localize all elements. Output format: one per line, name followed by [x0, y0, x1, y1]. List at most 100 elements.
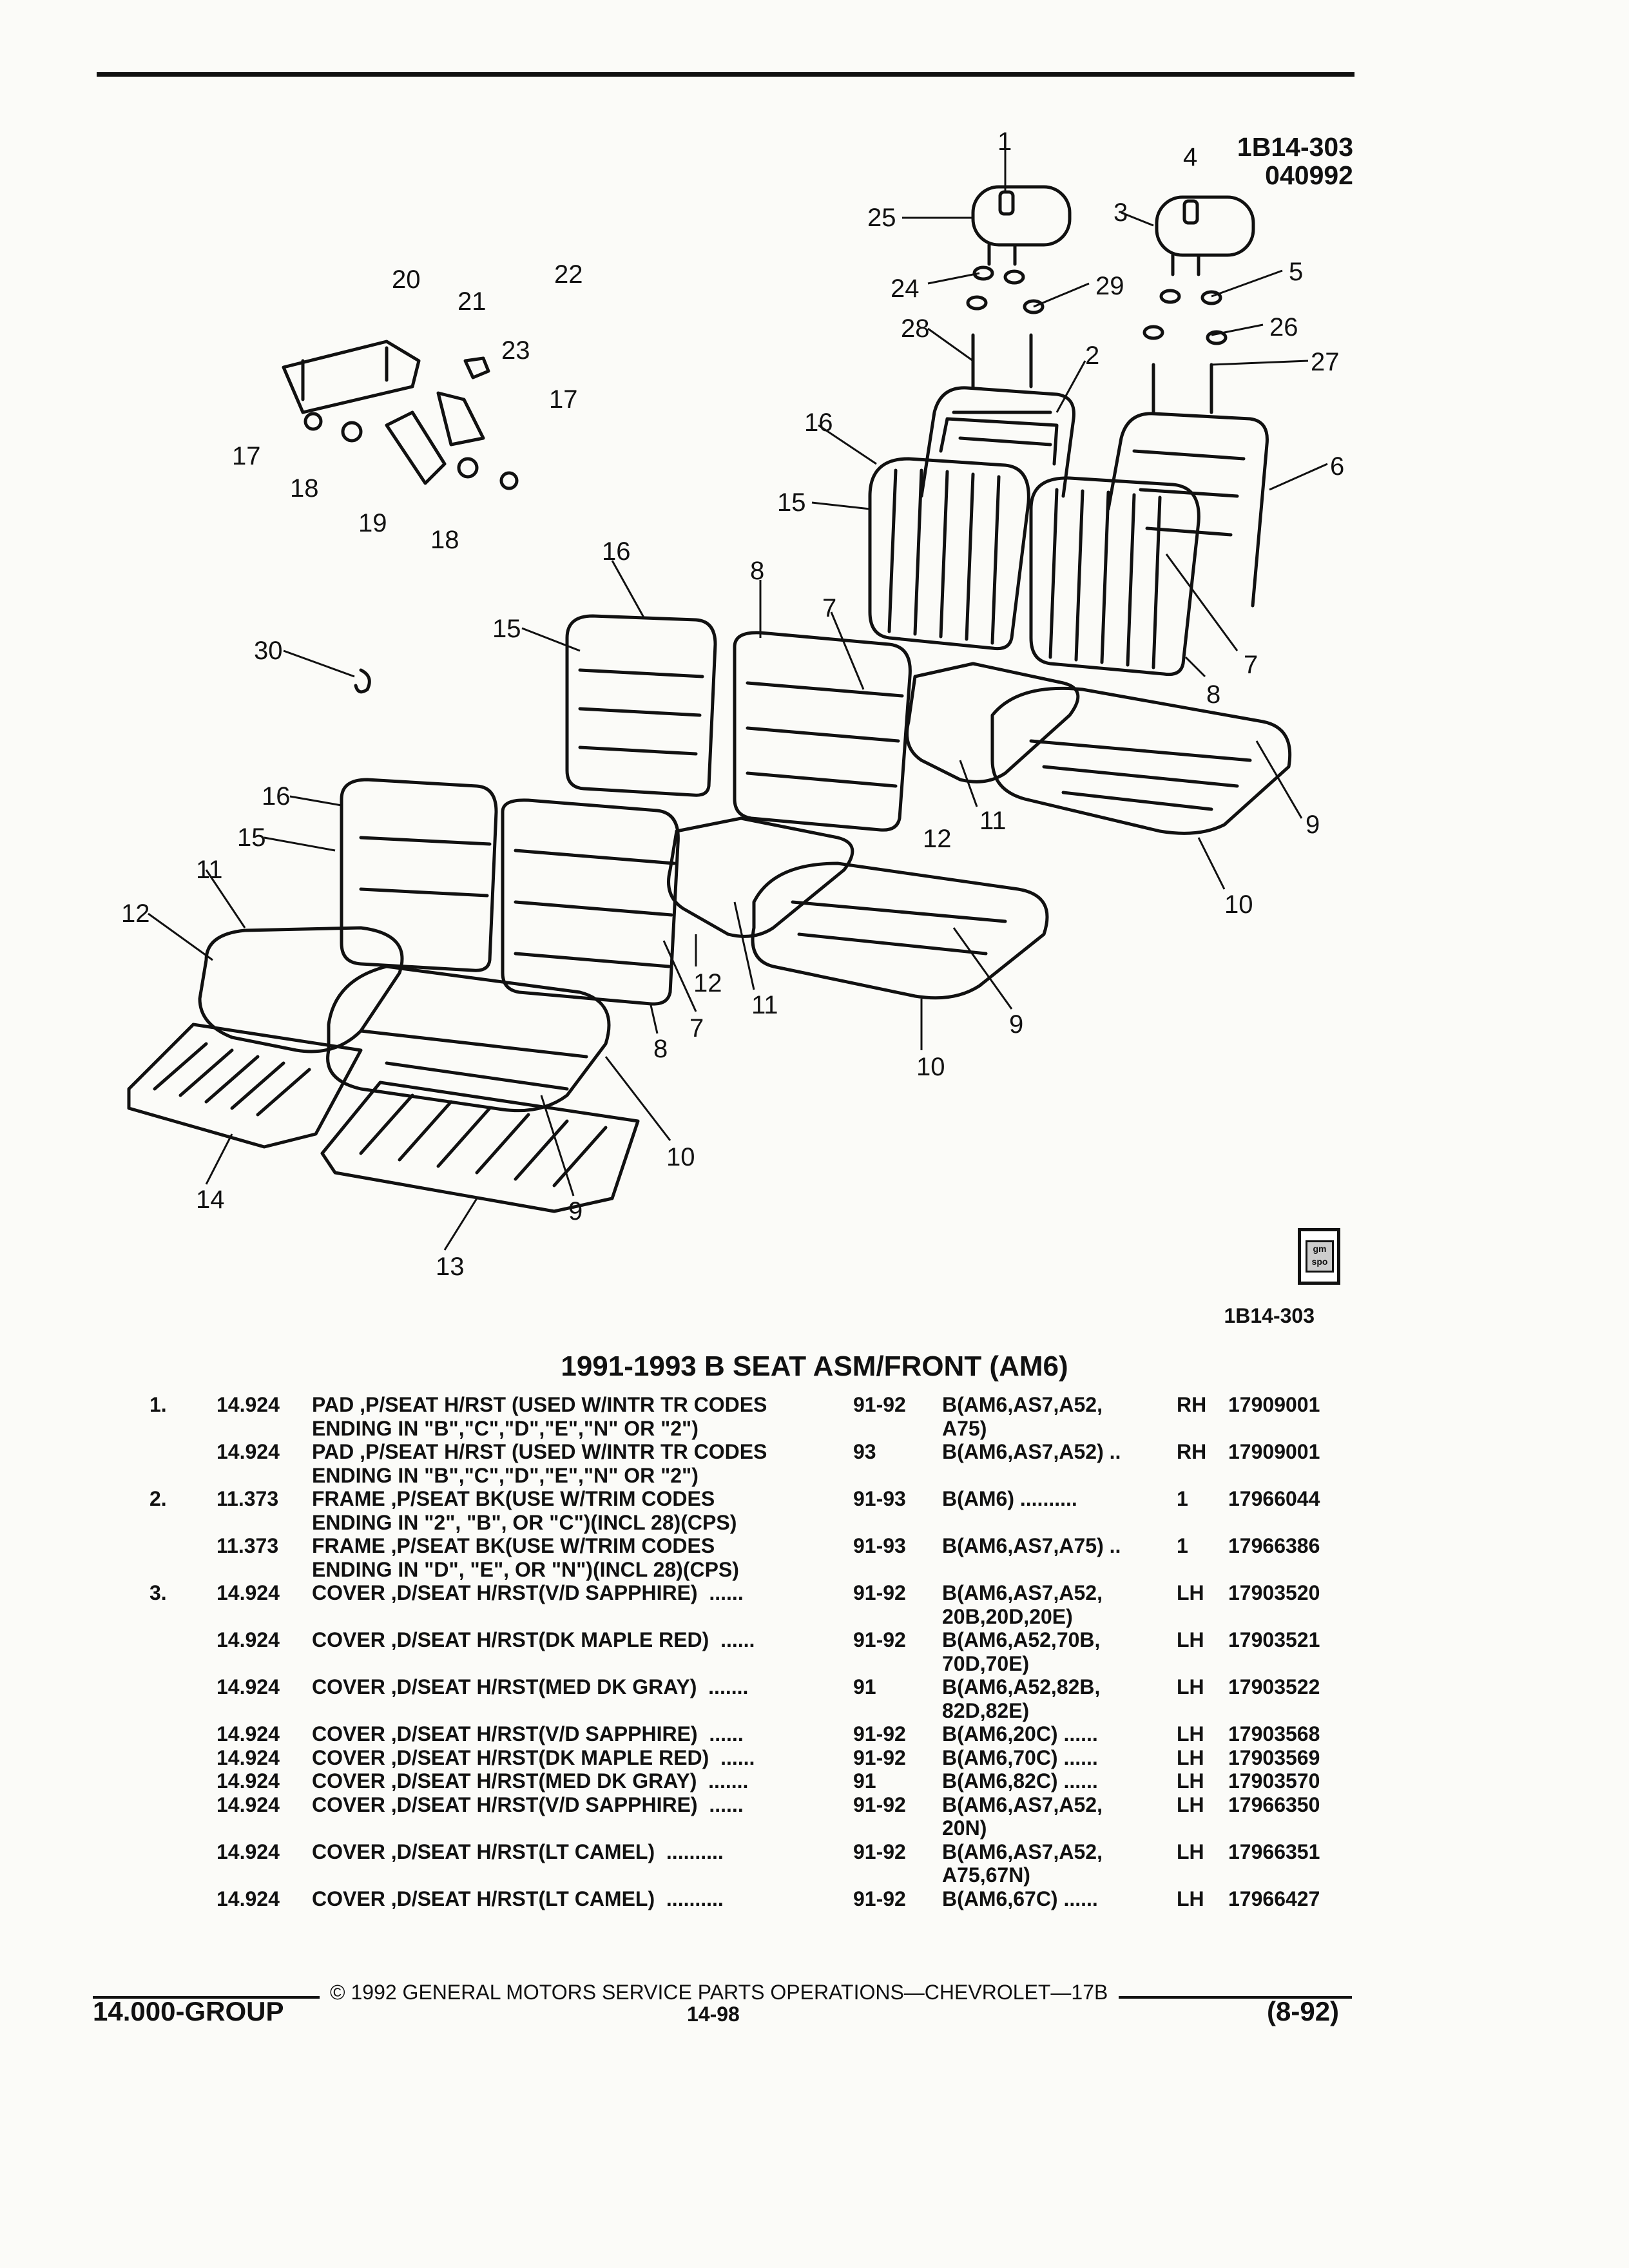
parts-part: 17903521 [1228, 1628, 1320, 1651]
callout-number: 8 [653, 1035, 668, 1063]
parts-model: B(AM6,AS7,A52, [942, 1840, 1103, 1863]
copyright: © 1992 GENERAL MOTORS SERVICE PARTS OPER… [330, 1981, 1108, 2004]
parts-grp: 14.924 [217, 1393, 280, 1416]
parts-desc: ENDING IN "B","C","D","E","N" OR "2") [312, 1416, 699, 1440]
parts-desc: ENDING IN "B","C","D","E","N" OR "2") [312, 1463, 699, 1487]
parts-qty: LH [1177, 1840, 1204, 1863]
parts-qty: RH [1177, 1393, 1207, 1416]
callout-number: 23 [501, 336, 530, 365]
parts-qty: LH [1177, 1722, 1204, 1745]
callout-number: 26 [1269, 313, 1298, 341]
parts-no: 3. [149, 1581, 167, 1604]
parts-desc: COVER ,D/SEAT H/RST(V/D SAPPHIRE) ...... [312, 1792, 744, 1816]
parts-yr: 91-92 [853, 1745, 906, 1769]
parts-part: 17966044 [1228, 1487, 1320, 1510]
callout-number: 13 [436, 1253, 465, 1281]
page-number: 14-98 [687, 2003, 740, 2026]
parts-desc: ENDING IN "2", "B", OR "C")(INCL 28)(CPS… [312, 1510, 737, 1534]
callout-number: 15 [237, 823, 266, 852]
figure-bottom-reference: 1B14-303 [1224, 1304, 1315, 1327]
callout-number: 29 [1095, 272, 1124, 300]
parts-desc: COVER ,D/SEAT H/RST(V/D SAPPHIRE) ...... [312, 1581, 744, 1604]
seat-back-frame-right [920, 386, 1075, 498]
callout-number: 16 [262, 782, 291, 811]
parts-yr: 91-92 [853, 1393, 906, 1416]
parts-grp: 14.924 [217, 1769, 280, 1792]
parts-qty: RH [1177, 1440, 1207, 1463]
parts-part: 17966351 [1228, 1840, 1320, 1863]
callout-number: 16 [804, 408, 833, 437]
callout-number: 8 [750, 557, 765, 585]
parts-part: 17903520 [1228, 1581, 1320, 1604]
parts-desc: COVER ,D/SEAT H/RST(LT CAMEL) .......... [312, 1887, 724, 1910]
parts-part: 17903569 [1228, 1745, 1320, 1769]
parts-no: 1. [149, 1393, 167, 1416]
parts-yr: 91-93 [853, 1534, 906, 1557]
callout-number: 12 [693, 969, 722, 997]
parts-yr: 93 [853, 1440, 876, 1463]
parts-model: B(AM6,67C) ...... [942, 1887, 1098, 1910]
callout-number: 21 [458, 287, 487, 316]
callout-number: 28 [901, 314, 930, 343]
callout-number: 10 [666, 1143, 695, 1171]
parts-desc: COVER ,D/SEAT H/RST(V/D SAPPHIRE) ...... [312, 1722, 744, 1745]
callout-number: 9 [568, 1197, 583, 1225]
parts-grp: 14.924 [217, 1840, 280, 1863]
parts-desc: COVER ,D/SEAT H/RST(MED DK GRAY) ....... [312, 1769, 749, 1792]
callout-number: 18 [290, 474, 319, 503]
callout-number: 15 [777, 488, 806, 517]
parts-yr: 91 [853, 1675, 876, 1698]
figure-id: 1B14-303 [1237, 132, 1353, 162]
seat-pan-left [127, 1023, 363, 1149]
callout-number: 14 [196, 1186, 225, 1214]
gm-spo-logo: gm spo [1298, 1228, 1340, 1285]
section-title: 1991-1993 B SEAT ASM/FRONT (AM6) [561, 1350, 1068, 1382]
callout-number: 7 [1244, 651, 1258, 679]
seat-cushion-middle [667, 816, 1049, 1000]
callout-number: 20 [392, 265, 421, 294]
parts-grp: 11.373 [217, 1534, 279, 1557]
gm-spo-logo-text: gm spo [1306, 1240, 1334, 1273]
parts-grp: 14.924 [217, 1745, 280, 1769]
parts-yr: 91-92 [853, 1840, 906, 1863]
parts-model: 20B,20D,20E) [942, 1604, 1073, 1628]
parts-grp: 14.924 [217, 1628, 280, 1651]
top-rule [97, 72, 1354, 77]
callout-number: 15 [492, 615, 521, 643]
callout-number: 11 [751, 991, 778, 1019]
parts-part: 17903568 [1228, 1722, 1320, 1745]
callout-number: 7 [822, 594, 837, 622]
callout-number: 5 [1289, 258, 1304, 286]
parts-desc: COVER ,D/SEAT H/RST(DK MAPLE RED) ...... [312, 1628, 755, 1651]
parts-model: A75) [942, 1416, 987, 1440]
parts-qty: LH [1177, 1581, 1204, 1604]
footer-rule-left [93, 1996, 320, 1999]
parts-model: B(AM6,82C) ...... [942, 1769, 1098, 1792]
parts-yr: 91-93 [853, 1487, 906, 1510]
callout-number: 25 [867, 204, 896, 232]
callout-number: 1 [998, 128, 1012, 156]
parts-yr: 91-92 [853, 1887, 906, 1910]
seat-pan-right [320, 1081, 640, 1213]
parts-yr: 91-92 [853, 1628, 906, 1651]
parts-model: B(AM6,AS7,A52, [942, 1581, 1103, 1604]
parts-qty: LH [1177, 1887, 1204, 1910]
parts-grp: 14.924 [217, 1675, 280, 1698]
headrest-right [971, 185, 1072, 266]
parts-desc: COVER ,D/SEAT H/RST(MED DK GRAY) ....... [312, 1675, 749, 1698]
parts-desc: ENDING IN "D", "E", OR "N")(INCL 28)(CPS… [312, 1557, 739, 1581]
parts-model: B(AM6,AS7,A52, [942, 1393, 1103, 1416]
parts-part: 17966350 [1228, 1792, 1320, 1816]
parts-grp: 14.924 [217, 1440, 280, 1463]
callout-number: 12 [121, 899, 150, 928]
armrest-bracket-parts [282, 340, 519, 694]
figure-reference: 1B14-303 040992 [1211, 133, 1353, 189]
revision-date: (8-92) [1267, 1996, 1340, 2026]
parts-yr: 91-92 [853, 1792, 906, 1816]
parts-model: 82D,82E) [942, 1698, 1030, 1722]
parts-yr: 91-92 [853, 1722, 906, 1745]
callout-number: 8 [1206, 680, 1221, 709]
parts-grp: 14.924 [217, 1887, 280, 1910]
parts-model: B(AM6,A52,82B, [942, 1675, 1101, 1698]
callout-number: 22 [554, 260, 583, 289]
